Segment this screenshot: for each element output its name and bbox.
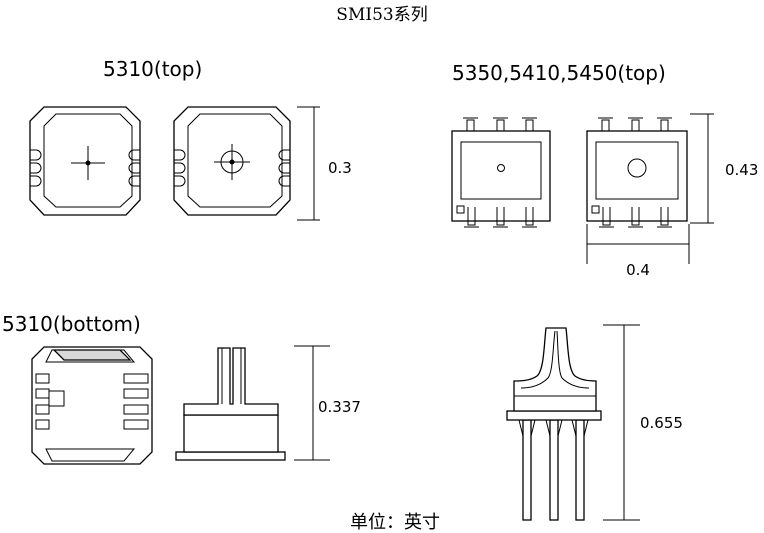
center-dot bbox=[85, 160, 91, 166]
label-5350-top: 5350,5410,5450(top) bbox=[452, 61, 666, 85]
dim-label-0-337: 0.337 bbox=[318, 398, 361, 416]
dimension-0-337: 0.337 bbox=[294, 345, 361, 461]
dimension-0-655: 0.655 bbox=[603, 324, 683, 521]
package-5310-bottom bbox=[31, 346, 153, 465]
package-5310-side bbox=[175, 347, 286, 461]
dimension-0-3: 0.3 bbox=[297, 106, 352, 221]
package-5310-top-2 bbox=[173, 106, 291, 216]
title: SMI53系列 bbox=[336, 5, 427, 25]
dimension-0-43: 0.43 bbox=[690, 113, 758, 224]
package-5350-top-1 bbox=[451, 117, 551, 228]
dim-label-0-43: 0.43 bbox=[725, 161, 758, 179]
unit-note: 单位：英寸 bbox=[350, 512, 440, 533]
package-5350-side bbox=[506, 327, 602, 521]
label-5310-bottom: 5310(bottom) bbox=[2, 312, 141, 336]
dimension-0-4: 0.4 bbox=[586, 224, 690, 279]
port-dot bbox=[229, 159, 235, 165]
package-5350-top-2 bbox=[586, 117, 688, 228]
dim-label-0-3: 0.3 bbox=[328, 159, 352, 177]
package-5310-top-1 bbox=[29, 106, 141, 216]
dim-label-0-4: 0.4 bbox=[626, 261, 650, 279]
dim-label-0-655: 0.655 bbox=[640, 414, 683, 432]
label-5310-top: 5310(top) bbox=[103, 57, 202, 81]
